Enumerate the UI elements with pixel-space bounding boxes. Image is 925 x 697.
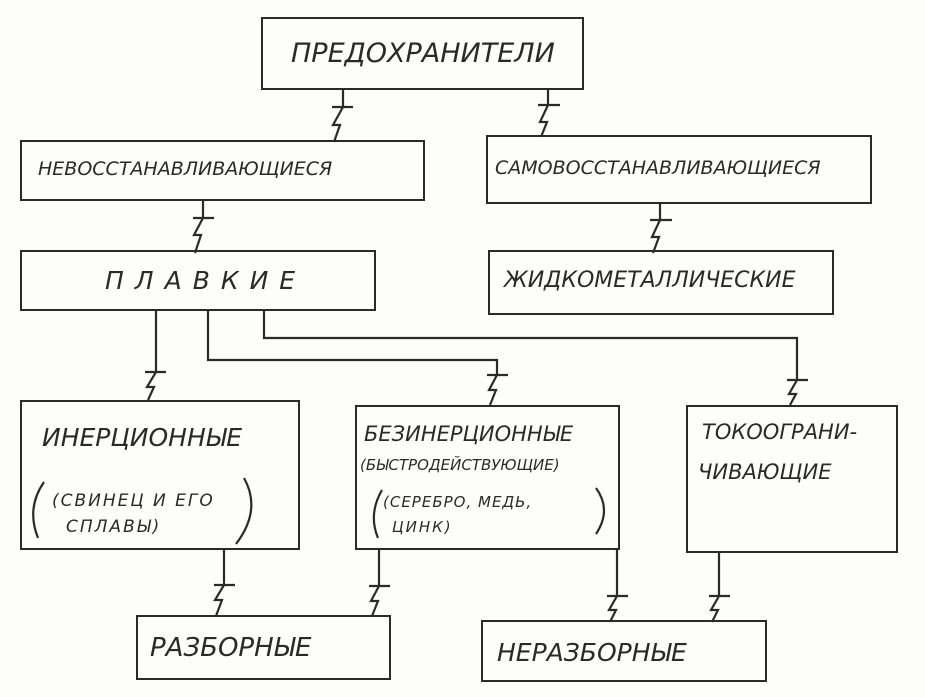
paren-right-inertial — [235, 477, 253, 545]
connector-non-restoring-to-fusible — [192, 201, 214, 254]
label-inertialess-fast: (БЫСТРОДЕЙСТВУЮЩИЕ) — [360, 456, 560, 474]
label-non-restoring: НЕВОССТАНАВЛИВАЮЩИЕСЯ — [38, 158, 333, 180]
connector-self-restoring-to-liquid-metal — [650, 204, 672, 254]
note-inertialess-line2: ЦИНК) — [392, 518, 453, 536]
label-liquid-metal: ЖИДКОМЕТАЛЛИЧЕСКИЕ — [504, 268, 796, 293]
note-inertial-line1: (СВИНЕЦ И ЕГО — [52, 491, 215, 511]
label-self-restoring: САМОВОССТАНАВЛИВАЮЩИЕСЯ — [495, 157, 821, 179]
connector-fusible-to-current-limiting — [262, 311, 808, 406]
box-demountable — [136, 615, 391, 680]
box-inertialess — [355, 405, 620, 550]
paren-left-inertialess — [372, 489, 383, 539]
box-current-limiting — [686, 405, 898, 553]
connector-fusible-to-inertial — [145, 311, 166, 401]
box-non-demountable — [481, 620, 767, 682]
box-self-restoring — [486, 135, 872, 204]
label-fusible: ПЛАВКИЕ — [105, 266, 307, 295]
label-non-demountable: НЕРАЗБОРНЫЕ — [497, 638, 687, 667]
connector-fusible-to-inertialess — [206, 311, 508, 406]
label-current-limiting-line1: ТОКООГРАНИ- — [702, 420, 858, 444]
label-inertial: ИНЕРЦИОННЫЕ — [42, 423, 243, 452]
label-current-limiting-line2: ЧИВАЮЩИЕ — [698, 460, 832, 484]
connector-title-to-non-restoring — [331, 90, 353, 143]
box-non-restoring — [20, 140, 425, 201]
paren-left-inertial — [32, 481, 45, 539]
connector-inertialess-to-non-demountable — [607, 550, 628, 623]
note-inertial-line2: СПЛАВЫ) — [66, 517, 162, 537]
box-liquid-metal — [488, 250, 834, 315]
connector-inertial-to-demountable — [213, 550, 235, 617]
box-fusible — [20, 250, 376, 311]
paren-right-inertialess — [595, 487, 606, 535]
label-demountable: РАЗБОРНЫЕ — [150, 633, 312, 663]
box-inertial — [20, 400, 300, 550]
connector-current-limiting-to-non-demountable — [709, 553, 730, 623]
connector-title-to-self-restoring — [538, 90, 560, 138]
connector-inertialess-to-demountable — [369, 550, 390, 617]
title-fuses: ПРЕДОХРАНИТЕЛИ — [291, 38, 555, 69]
label-inertialess: БЕЗИНЕРЦИОННЫЕ — [364, 422, 574, 446]
box-fuses — [261, 17, 584, 90]
note-inertialess-line1: (СЕРЕБРО, МЕДЬ, — [383, 493, 533, 511]
